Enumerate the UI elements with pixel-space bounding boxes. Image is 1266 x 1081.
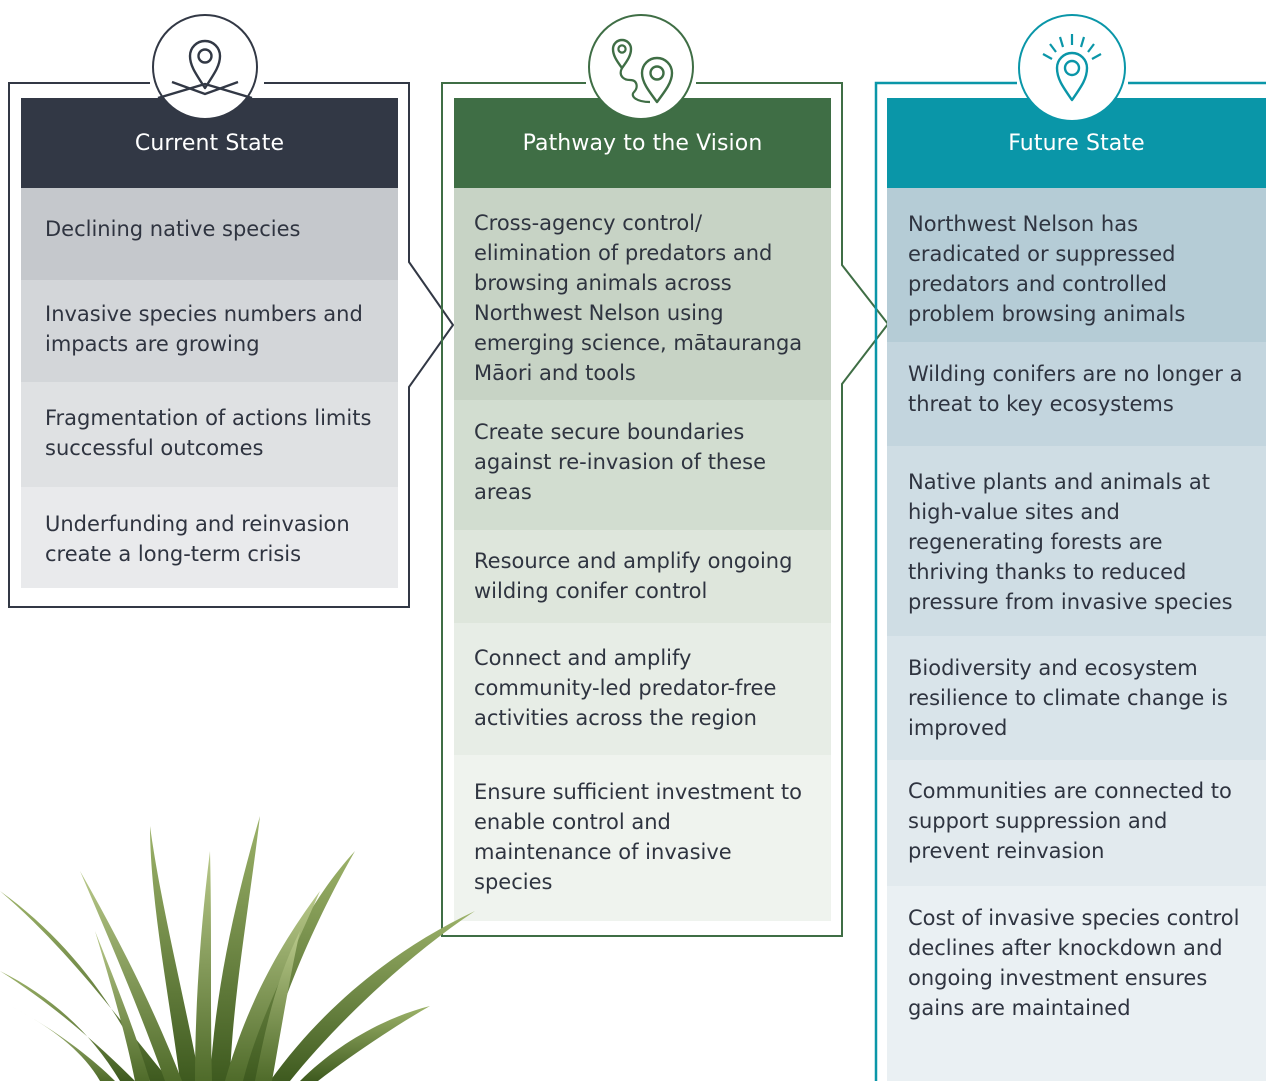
pathway-item-3: Resource and amplify ongoing wilding con… [454,530,831,623]
pathway-item-2: Create secure boundaries against re-inva… [454,400,831,530]
future-item-6: Cost of invasive species control decline… [887,886,1266,1081]
radiant-pin-icon [1018,14,1126,122]
pathway-frame-outline [441,82,890,937]
map-pin-icon [152,14,258,120]
future-frame-outline [874,81,1017,1081]
future-item-1: Northwest Nelson has eradicated or suppr… [887,188,1266,342]
pathway-item-5: Ensure sufficient investment to enable c… [454,755,831,921]
future-item-2: Wilding conifers are no longer a threat … [887,342,1266,446]
current-item-4: Underfunding and reinvasion create a lon… [21,487,398,588]
pathway-item-1: Cross-agency control/ elimination of pre… [454,188,831,400]
pathway-column: Pathway to the Vision Cross-agency contr… [454,98,831,921]
current-item-3: Fragmentation of actions limits successf… [21,382,398,487]
pathway-item-4: Connect and amplify community-led predat… [454,623,831,755]
future-item-5: Communities are connected to support sup… [887,760,1266,886]
future-state-column: Future State Northwest Nelson has eradic… [887,98,1266,1081]
current-state-column: Current State Declining native species I… [21,98,398,588]
route-pins-icon [588,14,694,120]
current-item-1: Declining native species [21,188,398,280]
current-frame-outline [8,82,455,608]
current-item-2: Invasive species numbers and impacts are… [21,280,398,382]
future-item-3: Native plants and animals at high-value … [887,446,1266,636]
future-item-4: Biodiversity and ecosystem resilience to… [887,636,1266,760]
flax-plant-illustration [0,816,475,1081]
future-state-header: Future State [887,98,1266,188]
